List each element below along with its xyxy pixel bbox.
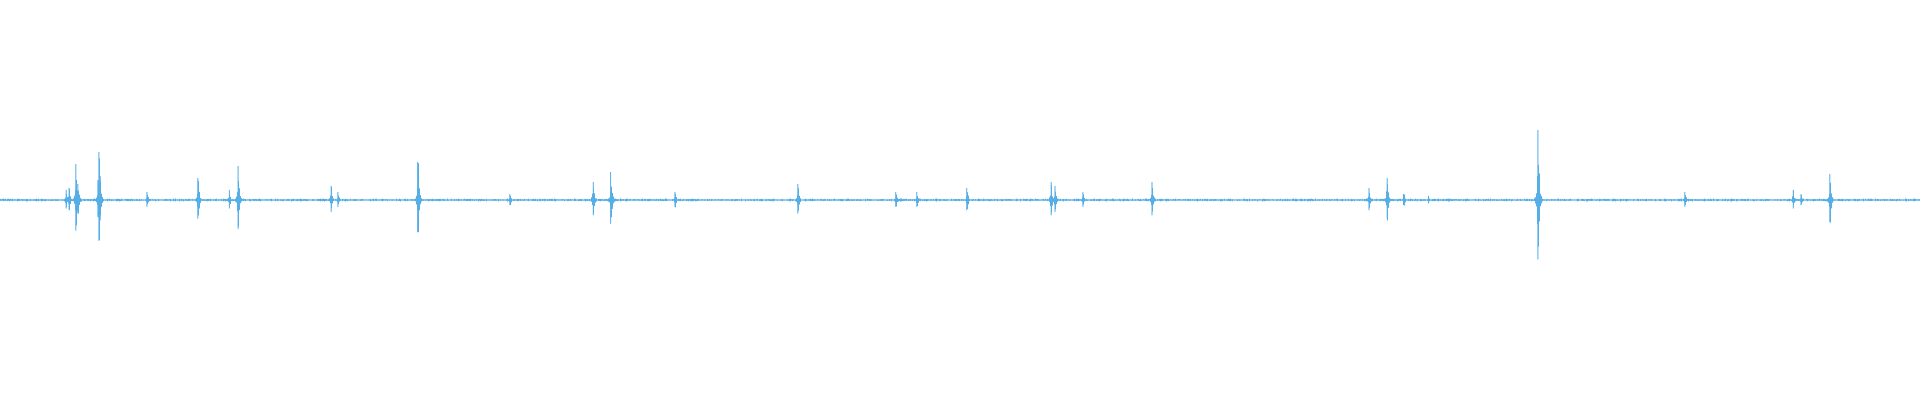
waveform-envelope <box>0 158 1920 247</box>
waveform-series <box>0 130 1920 260</box>
